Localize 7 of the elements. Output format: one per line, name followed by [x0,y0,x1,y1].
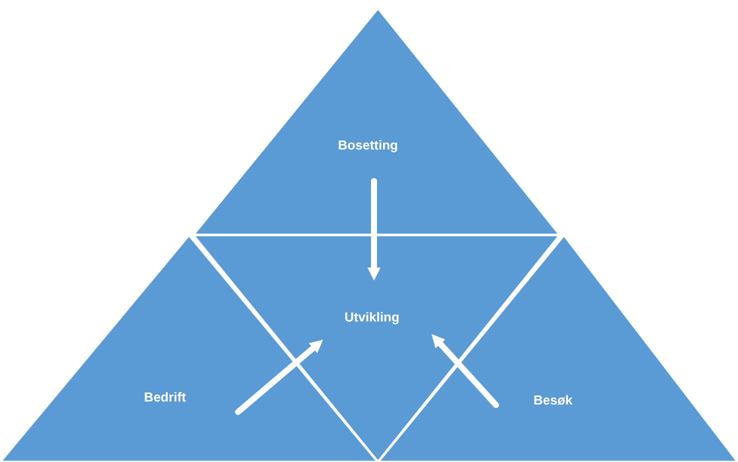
arrow [367,178,381,281]
arrow [432,334,499,408]
arrow [235,340,324,415]
segment-label: Bosetting [338,138,398,152]
segment-label: Utvikling [344,310,400,324]
segment-label: Bedrift [144,390,186,404]
segment-label: Besøk [533,392,573,408]
